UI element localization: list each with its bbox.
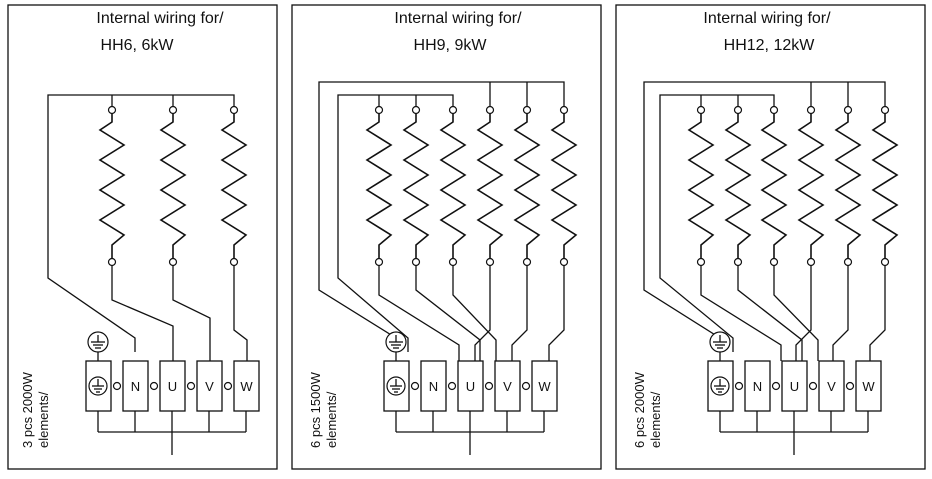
heating-element-1 bbox=[98, 105, 126, 267]
terminal-block: N U V W bbox=[383, 360, 558, 412]
panel-hh12: Internal wiring for/ HH12, 12kW bbox=[615, 4, 926, 470]
side-label-2: elements/ bbox=[648, 391, 663, 448]
heating-element-2 bbox=[724, 105, 752, 267]
ground-terminal-icon bbox=[710, 376, 730, 396]
panel-model: HH12, 12kW bbox=[724, 37, 816, 54]
ground-symbol-icon bbox=[709, 331, 731, 361]
heating-element-2 bbox=[159, 105, 187, 267]
terminal-v bbox=[196, 360, 223, 412]
ground-symbol-icon bbox=[385, 331, 407, 361]
svg-text:V: V bbox=[503, 379, 512, 394]
ground-symbol-icon bbox=[87, 331, 109, 361]
terminal-w bbox=[233, 360, 260, 412]
svg-text:N: N bbox=[753, 379, 762, 394]
terminal-block: N U V W bbox=[85, 360, 260, 412]
svg-text:W: W bbox=[240, 379, 253, 394]
heating-element-4 bbox=[476, 105, 504, 267]
panel-title: Internal wiring for/ bbox=[394, 10, 522, 27]
svg-text:V: V bbox=[205, 379, 214, 394]
panel-title: Internal wiring for/ bbox=[703, 10, 831, 27]
svg-text:N: N bbox=[131, 379, 140, 394]
heating-element-6 bbox=[550, 105, 578, 267]
heating-element-3 bbox=[760, 105, 788, 267]
terminal-n bbox=[420, 360, 447, 412]
terminal-n bbox=[122, 360, 149, 412]
terminal-w bbox=[531, 360, 558, 412]
panel-border bbox=[7, 4, 278, 470]
heating-element-6 bbox=[871, 105, 899, 267]
panel-border bbox=[291, 4, 602, 470]
side-label: 6 pcs 1500W bbox=[308, 371, 323, 448]
side-label: 6 pcs 2000W bbox=[632, 371, 647, 448]
svg-text:W: W bbox=[862, 379, 875, 394]
heating-element-1 bbox=[365, 105, 393, 267]
panel-border bbox=[615, 4, 926, 470]
svg-text:U: U bbox=[466, 379, 475, 394]
panel-model: HH9, 9kW bbox=[414, 37, 488, 54]
terminal-u bbox=[781, 360, 808, 412]
panel-hh6: Internal wiring for/ HH6, 6kW bbox=[7, 4, 278, 470]
heating-element-5 bbox=[834, 105, 862, 267]
terminal-n bbox=[744, 360, 771, 412]
side-label-2: elements/ bbox=[324, 391, 339, 448]
svg-text:U: U bbox=[790, 379, 799, 394]
terminal-u bbox=[159, 360, 186, 412]
heating-element-3 bbox=[439, 105, 467, 267]
ground-terminal-icon bbox=[386, 376, 406, 396]
heating-element-1 bbox=[687, 105, 715, 267]
svg-text:V: V bbox=[827, 379, 836, 394]
heating-element-3 bbox=[220, 105, 248, 267]
terminal-block: N U V W bbox=[707, 360, 882, 412]
terminal-w bbox=[855, 360, 882, 412]
panel-title: Internal wiring for/ bbox=[96, 10, 224, 27]
svg-text:N: N bbox=[429, 379, 438, 394]
ground-terminal-icon bbox=[88, 376, 108, 396]
heating-element-4 bbox=[797, 105, 825, 267]
svg-text:U: U bbox=[168, 379, 177, 394]
heating-element-2 bbox=[402, 105, 430, 267]
side-label-2: elements/ bbox=[36, 391, 51, 448]
heating-element-5 bbox=[513, 105, 541, 267]
svg-text:W: W bbox=[538, 379, 551, 394]
side-label: 3 pcs 2000W bbox=[20, 371, 35, 448]
panel-hh9: Internal wiring for/ HH9, 9kW bbox=[291, 4, 602, 470]
panel-model: HH6, 6kW bbox=[101, 37, 175, 54]
